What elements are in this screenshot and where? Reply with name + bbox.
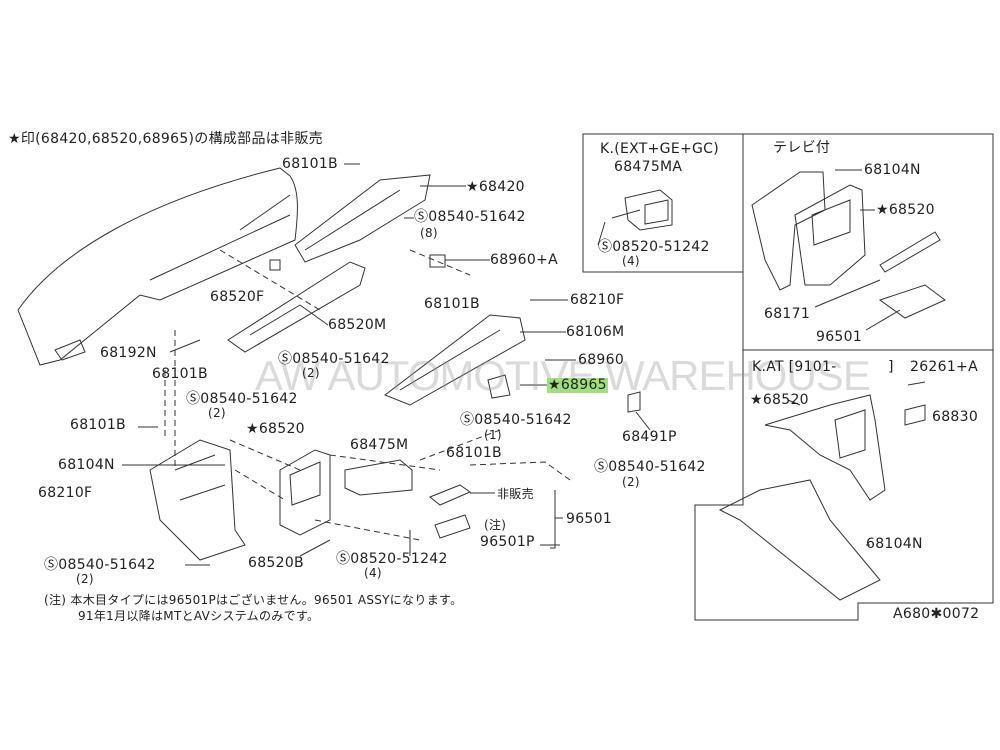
label-26261A: 26261+A [910,359,978,375]
label-68101B: 68101B [424,296,480,312]
label-68520M: 68520M [328,317,387,333]
panel-at-title: K.AT [9101- [752,359,837,375]
label-68520: ★68520 [876,202,935,218]
panel-at-border [694,349,994,621]
label-08540-51642: Ⓢ08540-51642 [414,209,526,225]
label-68960: 68960 [578,352,625,368]
label-68520: ★68520 [750,392,809,408]
label-68520B: 68520B [248,555,304,571]
part-68520 [279,449,331,536]
label-96501P: 96501P [480,534,535,550]
label-08540-51642: Ⓢ08540-51642 [44,557,156,573]
label-68104N: 68104N [866,536,923,552]
diagram-code: A680✱0072 [893,606,980,622]
label-qty: (1) [484,428,502,442]
label-68101B: 68101B [282,156,338,172]
label-qty: (8) [420,226,438,240]
part-68104N [149,439,246,561]
panel-ext-title: K.(EXT+GE+GC) [600,141,719,157]
label-68192N: 68192N [100,345,157,361]
label-68101B: 68101B [152,366,208,382]
label-68106M: 68106M [566,324,625,340]
label-08540-51642: Ⓢ08540-51642 [278,351,390,367]
label-qty: (4) [364,566,382,580]
footnote-line-1: (注) 本木目タイプには96501Pはございません。96501 ASSYになりま… [44,593,463,607]
label-68520F: 68520F [210,289,265,305]
label-68210F: 68210F [570,292,625,308]
label-qty: (2) [622,475,640,489]
label-68210F: 68210F [38,485,93,501]
panel-at-parts [718,381,926,601]
part-68520M [227,261,366,353]
part-68106M [383,314,526,406]
label-qty: (2) [302,366,320,380]
label-68171: 68171 [764,306,811,322]
panel-tv-title: テレビ付 [773,140,831,156]
label-68960A: 68960+A [490,252,558,268]
label-68104N: 68104N [864,162,921,178]
label-08540-51642: Ⓢ08540-51642 [186,391,298,407]
label-qty: (4) [622,254,640,268]
label-qty: (2) [76,572,94,586]
part-68420 [294,174,431,263]
label-68475M: 68475M [350,437,409,453]
dashboard-panel [17,167,298,366]
label-68491P: 68491P [622,429,677,445]
label-68830: 68830 [932,409,979,425]
header-note: ★印(68420,68520,68965)の構成部品は非販売 [8,131,323,147]
label-68104N: 68104N [58,457,115,473]
label-qty: (2) [208,406,226,420]
label-08540-51642: Ⓢ08540-51642 [594,459,706,475]
label-08540-51642: Ⓢ08540-51642 [460,412,572,428]
label-not-sold: 非販売 [497,487,534,501]
label-68520: ★68520 [246,421,305,437]
label-68965-highlighted[interactable]: ★68965 [547,377,608,393]
label-68101B: 68101B [446,445,502,461]
label-68475MA: 68475MA [614,159,683,175]
label-68101B: 68101B [70,417,126,433]
part-96501 [429,484,472,539]
panel-tv-parts [751,169,946,331]
part-68475M [344,459,413,496]
label-96501: 96501 [816,329,863,345]
panel-at-bracket: ] [888,359,894,375]
footnote-line-2: 91年1月以降はMTとAVシステムのみです。 [78,609,320,623]
part-68475MA [597,189,673,246]
label-note-mark: (注) [484,518,507,532]
label-08520-51242: Ⓢ08520-51242 [336,551,448,567]
label-08520-51242: Ⓢ08520-51242 [598,239,710,255]
label-96501: 96501 [566,511,613,527]
label-68420: ★68420 [466,179,525,195]
